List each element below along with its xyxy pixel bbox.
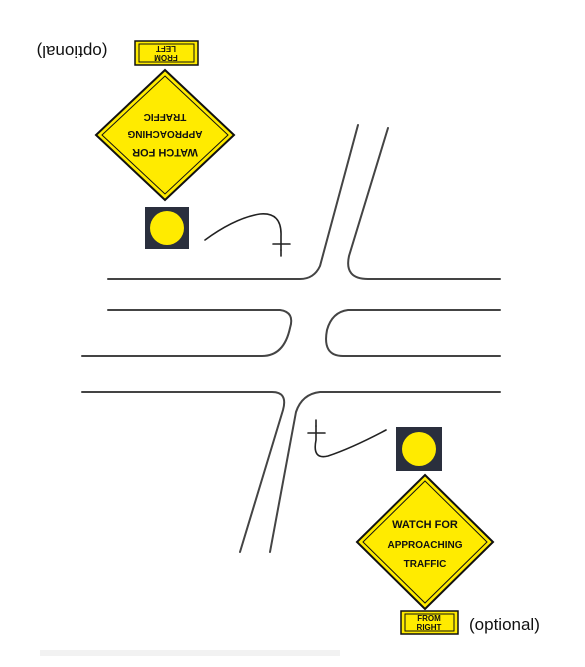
upper-beacon-light: [150, 211, 184, 245]
upper-arrow: [204, 213, 282, 251]
median-right: [325, 309, 501, 357]
upper-optional-label: (optional): [37, 42, 108, 61]
road-edge-top-right: [347, 127, 501, 280]
road-edge-bottom-right: [269, 391, 501, 553]
lower-optional-label: (optional): [469, 615, 540, 634]
road-edge-top-left: [107, 124, 359, 280]
upper-diamond-sign: [94, 68, 236, 202]
lower-sign-line-2: APPROACHING: [387, 540, 462, 551]
lower-arrow-head: [307, 419, 326, 434]
lower-sign-line-1: WATCH FOR: [392, 519, 458, 531]
faint-footer-smudge: [40, 650, 340, 656]
median-left: [81, 309, 293, 357]
upper-sign-line-3: TRAFFIC: [144, 111, 187, 122]
lower-diamond-sign: [355, 473, 495, 611]
roads: [81, 124, 501, 553]
lower-sign-assembly: WATCH FOR APPROACHING TRAFFIC FROM RIGHT…: [307, 419, 540, 635]
upper-sign-assembly: WATCH FOR APPROACHING TRAFFIC FROM LEFT …: [37, 40, 291, 257]
upper-arrow-head: [272, 243, 291, 257]
lower-plate: [400, 610, 459, 635]
lower-beacon-light: [402, 432, 436, 466]
upper-sign-line-2: APPROACHING: [127, 128, 202, 139]
upper-plate: [134, 40, 199, 66]
lower-sign-line-3: TRAFFIC: [404, 559, 447, 570]
upper-plate-line-2: LEFT: [156, 44, 176, 53]
road-edge-bottom-left: [81, 391, 286, 553]
lower-plate-line-1: FROM: [417, 614, 441, 623]
upper-plate-line-1: FROM: [154, 53, 178, 62]
lower-plate-line-2: RIGHT: [417, 623, 442, 632]
upper-sign-line-1: WATCH FOR: [132, 146, 198, 158]
lower-arrow: [314, 425, 387, 458]
